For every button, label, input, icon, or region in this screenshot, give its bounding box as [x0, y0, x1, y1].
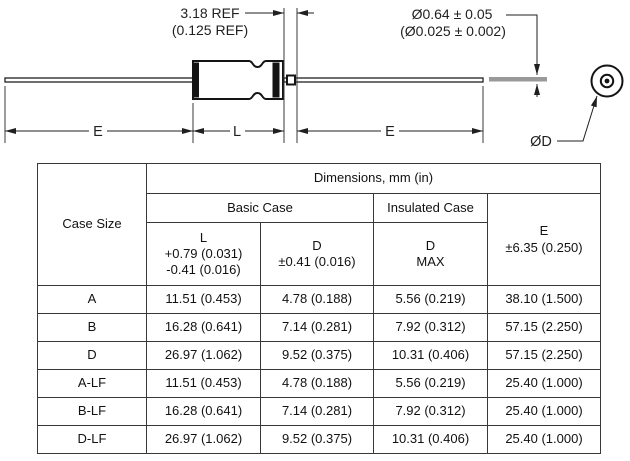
e-value-cell: 25.40 (1.000)	[487, 369, 601, 398]
table-row: A 11.51 (0.453) 4.78 (0.188) 5.56 (0.219…	[37, 285, 601, 314]
d-insulated-value-cell: 7.92 (0.312)	[373, 397, 488, 426]
e-value-cell: 25.40 (1.000)	[487, 425, 601, 454]
dim-label-e-right: E	[385, 124, 395, 140]
left-lead	[4, 77, 194, 83]
d-insulated-column-header: D MAX	[373, 222, 488, 286]
e-header-symbol: E	[539, 223, 549, 239]
d-basic-header-symbol: D	[312, 237, 322, 253]
dimensions-table: Case Size Dimensions, mm (in) Basic Case…	[37, 163, 601, 454]
d-insulated-value-cell: 5.56 (0.219)	[373, 285, 488, 314]
capacitor-body	[192, 60, 284, 100]
e-value-cell: 57.15 (2.250)	[487, 313, 601, 342]
basic-case-header: Basic Case	[146, 193, 374, 223]
case-size-cell: A-LF	[37, 369, 147, 398]
table-row: D 26.97 (1.062) 9.52 (0.375) 10.31 (0.40…	[37, 341, 601, 370]
table-header-row-3: L +0.79 (0.031) -0.41 (0.016) D ±0.41 (0…	[38, 222, 601, 286]
component-dimension-drawing: E L E 3.18 REF (0.125 REF) Ø0.64 ± 0.05 …	[4, 5, 624, 150]
d-basic-value-cell: 4.78 (0.188)	[260, 369, 374, 398]
table-row: D-LF 26.97 (1.062) 9.52 (0.375) 10.31 (0…	[37, 425, 601, 454]
d-basic-value-cell: 4.78 (0.188)	[260, 285, 374, 314]
lead-dia-mm-label: Ø0.64 ± 0.05	[412, 6, 493, 22]
l-value-cell: 11.51 (0.453)	[146, 369, 261, 398]
label-knockout	[89, 122, 107, 138]
l-value-cell: 16.28 (0.641)	[146, 313, 261, 342]
l-value-cell: 26.97 (1.062)	[146, 425, 261, 454]
e-header-tolerance: ±6.35 (0.250)	[505, 239, 583, 255]
right-end-band	[272, 62, 280, 98]
label-knockout	[381, 122, 399, 138]
d-basic-value-cell: 7.14 (0.281)	[260, 313, 374, 342]
lead-dia-leader-upper	[506, 14, 540, 75]
l-value-cell: 11.51 (0.453)	[146, 285, 261, 314]
table-row: B-LF 16.28 (0.641) 7.14 (0.281) 7.92 (0.…	[37, 397, 601, 426]
left-end-band	[194, 62, 199, 98]
l-value-cell: 16.28 (0.641)	[146, 397, 261, 426]
case-size-cell: D-LF	[37, 425, 147, 454]
case-size-cell: B	[37, 313, 147, 342]
d-basic-value-cell: 9.52 (0.375)	[260, 341, 374, 370]
case-size-cell: D	[37, 341, 147, 370]
ref-dim-in-label: (0.125 REF)	[172, 22, 248, 38]
d-insulated-header-symbol: D	[425, 237, 436, 253]
d-basic-column-header: D ±0.41 (0.016)	[260, 222, 374, 286]
lead-dia-in-label: (Ø0.025 ± 0.002)	[400, 23, 506, 39]
d-insulated-value-cell: 10.31 (0.406)	[373, 425, 488, 454]
case-size-header: Case Size	[37, 163, 147, 286]
d-basic-value-cell: 7.14 (0.281)	[260, 397, 374, 426]
d-insulated-value-cell: 5.56 (0.219)	[373, 369, 488, 398]
e-value-cell: 38.10 (1.500)	[487, 285, 601, 314]
lead-continuation-gray	[489, 77, 547, 82]
case-size-cell: A	[37, 285, 147, 314]
l-column-header: L +0.79 (0.031) -0.41 (0.016)	[146, 222, 261, 286]
d-insulated-value-cell: 7.92 (0.312)	[373, 313, 488, 342]
table-row: B 16.28 (0.641) 7.14 (0.281) 7.92 (0.312…	[37, 313, 601, 342]
e-value-cell: 57.15 (2.250)	[487, 341, 601, 370]
right-lead	[283, 77, 484, 83]
l-header-tol-plus: +0.79 (0.031)	[164, 245, 243, 261]
d-insulated-header-max: MAX	[416, 254, 445, 269]
d-basic-header-tolerance: ±0.41 (0.016)	[278, 254, 356, 269]
insulated-case-header: Insulated Case	[373, 193, 488, 223]
dia-d-label: ØD	[530, 134, 552, 150]
dim-label-l: L	[233, 124, 241, 140]
table-row: A-LF 11.51 (0.453) 4.78 (0.188) 5.56 (0.…	[37, 369, 601, 398]
e-value-cell: 25.40 (1.000)	[487, 397, 601, 426]
lead-weld-bead	[286, 74, 296, 86]
dia-d-leader	[557, 95, 598, 142]
d-basic-value-cell: 9.52 (0.375)	[260, 425, 374, 454]
l-value-cell: 26.97 (1.062)	[146, 341, 261, 370]
label-knockout	[230, 122, 245, 138]
d-insulated-value-cell: 10.31 (0.406)	[373, 341, 488, 370]
l-header-symbol: L	[199, 229, 208, 245]
dimensions-header: Dimensions, mm (in)	[146, 163, 601, 194]
end-view-lead-dot	[604, 78, 610, 84]
e-column-header: E ±6.35 (0.250)	[487, 193, 601, 286]
case-size-cell: B-LF	[37, 397, 147, 426]
dim-label-e-left: E	[93, 124, 103, 140]
l-header-tol-minus: -0.41 (0.016)	[166, 262, 241, 278]
table-header-row-1: Case Size Dimensions, mm (in)	[37, 163, 601, 286]
ref-dim-mm-label: 3.18 REF	[180, 5, 239, 21]
